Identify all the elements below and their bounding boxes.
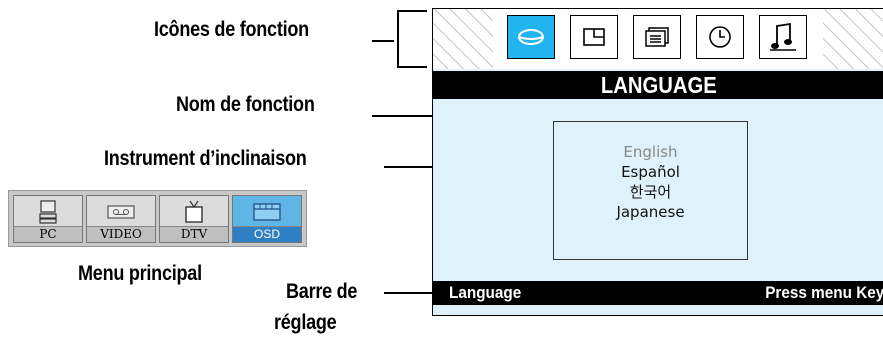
vcr-icon (87, 196, 155, 228)
callout-tilt-instrument: Instrument d’inclinaison (104, 147, 307, 170)
computer-icon (14, 196, 82, 228)
lips-icon[interactable] (507, 15, 555, 59)
menu-item-osd[interactable]: OSD (232, 195, 302, 243)
bracket-vertical (397, 10, 399, 68)
clock-icon[interactable] (696, 15, 744, 59)
window-icon[interactable] (570, 15, 618, 59)
language-option-korean[interactable]: 한국어 (629, 183, 672, 201)
bracket-bottom (397, 66, 427, 68)
function-name-bar: LANGUAGE (433, 71, 883, 99)
language-list: English Español 한국어 Japanese (553, 121, 748, 260)
menu-item-osd-label: OSD (233, 226, 301, 242)
hatch-decoration-right (823, 9, 883, 69)
function-name-title: LANGUAGE (600, 72, 717, 98)
menu-item-pc[interactable]: PC (13, 195, 83, 243)
bracket-top (397, 10, 427, 12)
callout-function-icons: Icônes de fonction (154, 18, 309, 41)
callout-line-adjust-bar (384, 292, 436, 294)
adjust-bar-hint: Press menu Key (764, 283, 883, 302)
callout-line-function-icons (372, 40, 394, 42)
hatch-decoration-left (433, 9, 493, 69)
osd-screen: LANGUAGE English Español 한국어 Japanese La… (432, 8, 883, 316)
callout-adjust-bar-line2: réglage (274, 311, 337, 334)
menu-item-dtv-label: DTV (160, 226, 228, 242)
tv-icon (160, 196, 228, 228)
menu-item-pc-label: PC (14, 226, 82, 242)
language-option-espanol[interactable]: Español (621, 163, 680, 181)
menu-item-dtv[interactable]: DTV (159, 195, 229, 243)
callout-function-name: Nom de fonction (176, 93, 315, 116)
menu-item-video[interactable]: VIDEO (86, 195, 156, 243)
adjust-bar-label: Language (449, 283, 522, 302)
osd-screen-icon (233, 196, 301, 228)
callout-main-menu: Menu principal (78, 262, 202, 285)
music-note-icon[interactable] (759, 15, 807, 59)
language-option-japanese[interactable]: Japanese (616, 203, 685, 221)
function-icon-bar (433, 9, 883, 69)
callout-adjust-bar-line1: Barre de (286, 280, 358, 303)
menu-item-video-label: VIDEO (87, 226, 155, 242)
main-menu: PC VIDEO DTV (8, 190, 307, 247)
language-option-english[interactable]: English (623, 143, 678, 161)
screen-list-icon[interactable] (633, 15, 681, 59)
adjust-bar: Language Press menu Key (433, 281, 883, 305)
